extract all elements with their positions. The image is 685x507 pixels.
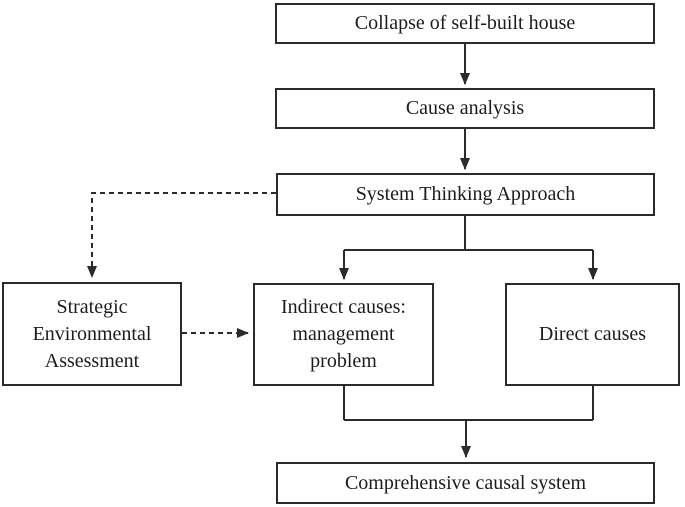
node-strategic-environmental-assessment: Strategic Environmental Assessment xyxy=(2,282,182,386)
node-indirect-label: Indirect causes: management problem xyxy=(281,296,406,372)
node-cause-analysis: Cause analysis xyxy=(275,88,655,129)
edge-system-to-sea-dashed-arrow xyxy=(87,192,276,278)
node-comprehensive-causal-system: Comprehensive causal system xyxy=(276,462,655,504)
node-sea-label: Strategic Environmental Assessment xyxy=(32,295,152,372)
node-system-thinking-approach: System Thinking Approach xyxy=(276,173,655,216)
node-system-label: System Thinking Approach xyxy=(355,183,576,205)
node-collapse-label: Collapse of self-built house xyxy=(354,12,576,34)
node-comprehensive-label: Comprehensive causal system xyxy=(344,471,587,494)
node-direct-label: Direct causes xyxy=(538,323,647,345)
node-indirect-causes: Indirect causes: management problem xyxy=(253,283,434,386)
node-cause-label: Cause analysis xyxy=(405,97,525,119)
node-collapse-of-self-built-house: Collapse of self-built house xyxy=(275,3,655,44)
node-direct-causes: Direct causes xyxy=(505,283,680,386)
